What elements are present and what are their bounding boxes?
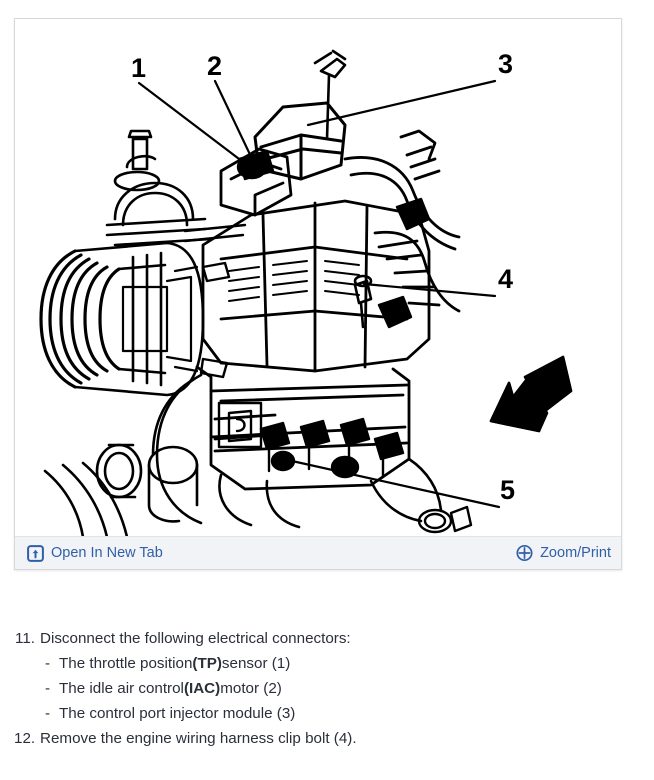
subitem-1-term: (TP) (192, 655, 222, 672)
coil-spring-detail (417, 505, 473, 534)
bullet-dash: - (45, 705, 51, 722)
ps-reservoir (95, 443, 143, 499)
callout-5: 5 (500, 475, 515, 505)
callout-1: 1 (131, 53, 146, 83)
engine-diagram-svg: 1 2 3 4 5 (15, 19, 621, 537)
open-in-new-tab-button[interactable]: Open In New Tab (27, 544, 163, 562)
intake-manifold (201, 199, 431, 373)
step-12: 12. Remove the engine wiring harness cli… (14, 730, 634, 755)
callout-4: 4 (498, 264, 513, 294)
image-viewer-panel: 1 2 3 4 5 Open In New Tab (14, 18, 622, 570)
callout-labels: 1 2 3 4 5 (131, 49, 515, 505)
step-12-number: 12. (14, 730, 36, 747)
step-11-number: 11. (15, 630, 35, 647)
injector-connectors (259, 417, 405, 479)
open-in-new-tab-icon (27, 544, 44, 562)
zoom-print-label: Zoom/Print (540, 544, 611, 561)
block-arrow-pointing-down-left (489, 355, 573, 433)
step-11-text: Disconnect the following electrical conn… (40, 630, 351, 647)
subitem-2-term: (IAC) (183, 680, 221, 697)
engine-lower-block (195, 365, 411, 491)
step-11-subitem-3: - The control port injector module (3) (14, 705, 634, 730)
subitem-1-post: sensor (1) (221, 655, 291, 672)
open-in-new-tab-label: Open In New Tab (51, 544, 163, 561)
accessory-top-left (105, 129, 213, 247)
subitem-2-post: motor (2) (220, 680, 282, 697)
instruction-list: 11. Disconnect the following electrical … (14, 630, 634, 755)
subitem-3-pre: The control port injector module (3) (59, 705, 296, 722)
callout-2: 2 (207, 51, 222, 81)
subitem-1-pre: The throttle position (59, 655, 193, 672)
step-11: 11. Disconnect the following electrical … (14, 630, 634, 655)
callout-leader-lines (137, 79, 501, 509)
lower-hoses (151, 373, 443, 529)
harness-clip-bolt (353, 274, 373, 329)
upper-coolant-hose (343, 129, 461, 251)
image-viewer-toolbar: Open In New Tab Zoom/Print (15, 536, 621, 569)
step-11-subitem-1: - The throttle position (TP) sensor (1) (14, 655, 634, 680)
dipstick-tube (313, 49, 347, 141)
compressor-pulley (39, 249, 121, 389)
engine-diagram[interactable]: 1 2 3 4 5 (15, 19, 621, 537)
step-12-text: Remove the engine wiring harness clip bo… (40, 730, 357, 747)
bullet-dash: - (45, 655, 51, 672)
zoom-print-button[interactable]: Zoom/Print (516, 544, 611, 562)
step-11-subitem-2: - The idle air control (IAC) motor (2) (14, 680, 634, 705)
zoom-in-plus-circle-icon (516, 544, 533, 562)
subitem-2-pre: The idle air control (59, 680, 184, 697)
bullet-dash: - (45, 680, 51, 697)
callout-3: 3 (498, 49, 513, 79)
